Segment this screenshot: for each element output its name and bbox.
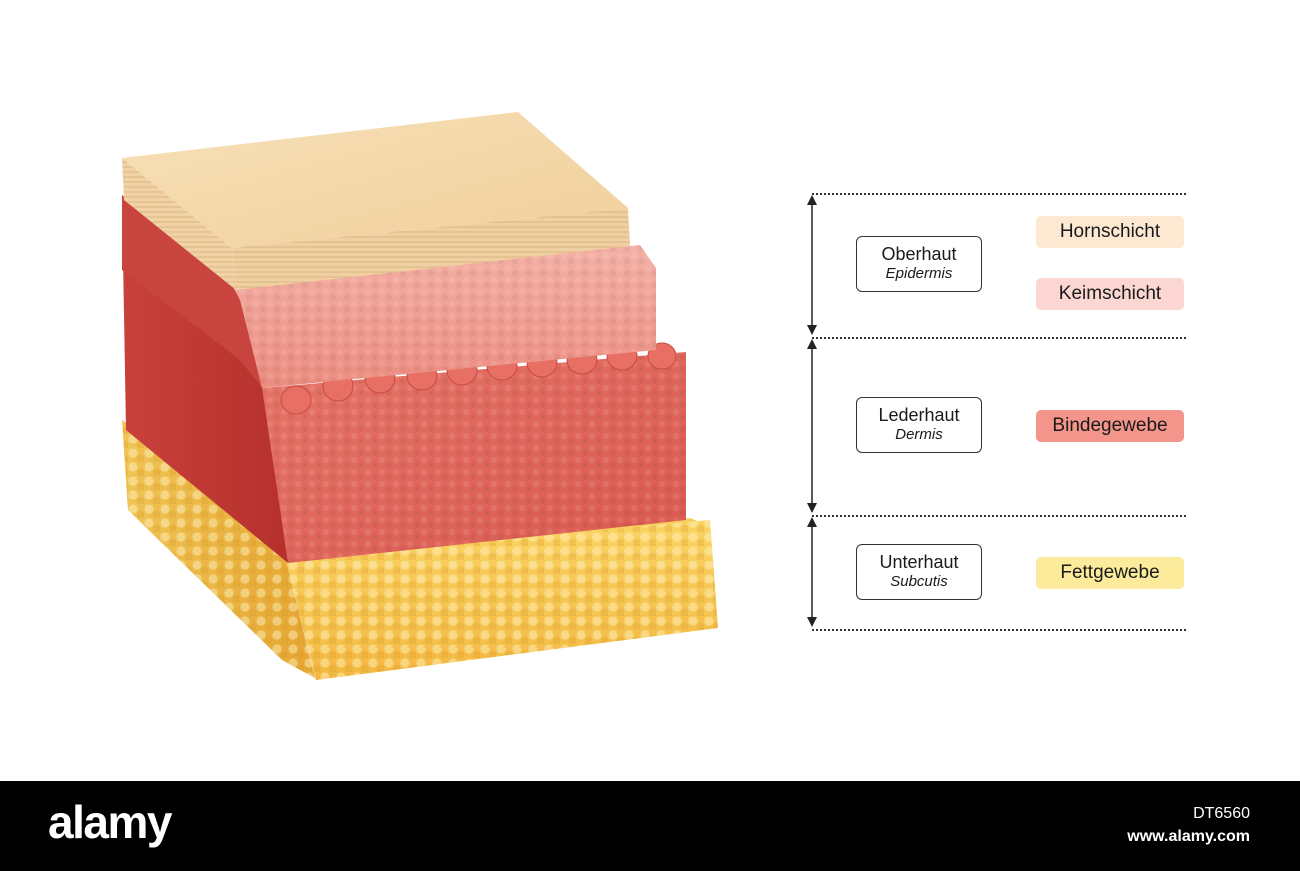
arrow-subcutis-extent bbox=[807, 517, 817, 627]
layer-box-subcutis: Unterhaut Subcutis bbox=[856, 544, 982, 600]
skin-layer-legend: Oberhaut Epidermis Lederhaut Dermis Unte… bbox=[760, 0, 1300, 780]
separator-top bbox=[812, 193, 1186, 195]
layer-name-german: Oberhaut bbox=[881, 244, 957, 264]
separator-dermis-subcutis bbox=[812, 515, 1186, 517]
image-id: DT6560 bbox=[1193, 805, 1250, 822]
skin-cross-section-illustration bbox=[122, 112, 718, 680]
layer-name-latin: Dermis bbox=[895, 426, 943, 443]
site-url: www.alamy.com bbox=[1127, 828, 1250, 845]
arrow-epidermis-extent bbox=[807, 195, 817, 335]
layer-box-epidermis: Oberhaut Epidermis bbox=[856, 236, 982, 292]
tissue-label-fat-tissue: Fettgewebe bbox=[1036, 557, 1184, 589]
tissue-label-horny-layer: Hornschicht bbox=[1036, 216, 1184, 248]
horny-layer-top bbox=[122, 112, 628, 248]
layer-name-german: Unterhaut bbox=[879, 552, 959, 572]
watermark-footer: alamy DT6560 www.alamy.com bbox=[0, 781, 1300, 871]
layer-name-latin: Subcutis bbox=[890, 573, 948, 590]
germinal-layer bbox=[122, 195, 656, 388]
brand-logo: alamy bbox=[48, 796, 172, 848]
dermis-layer bbox=[122, 200, 686, 563]
layer-name-latin: Epidermis bbox=[885, 265, 953, 282]
layer-box-dermis: Lederhaut Dermis bbox=[856, 397, 982, 453]
tissue-label-germinal-layer: Keimschicht bbox=[1036, 278, 1184, 310]
layer-name-german: Lederhaut bbox=[878, 405, 960, 425]
horny-layer bbox=[122, 112, 630, 290]
fat-layer bbox=[122, 420, 718, 680]
separator-epidermis-dermis bbox=[812, 337, 1186, 339]
germinal-layer-side bbox=[122, 195, 262, 388]
arrow-dermis-extent bbox=[807, 339, 817, 513]
separator-bottom bbox=[812, 629, 1186, 631]
tissue-label-connective-tissue: Bindegewebe bbox=[1036, 410, 1184, 442]
